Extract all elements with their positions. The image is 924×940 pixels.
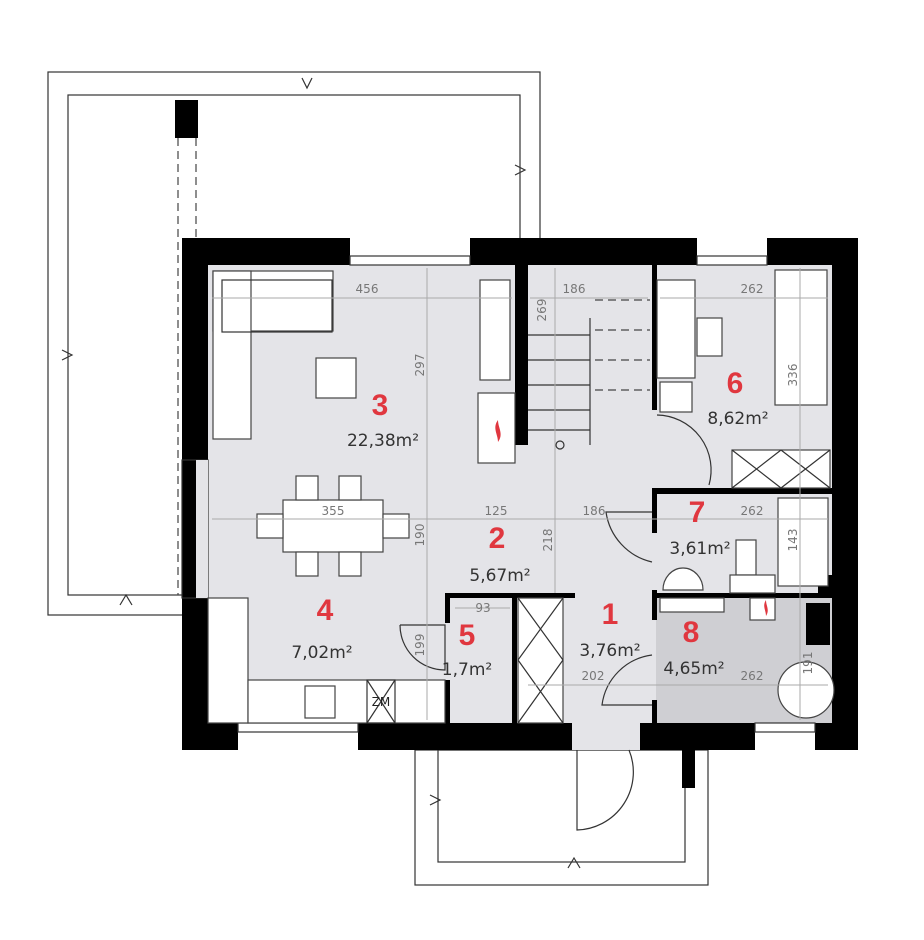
dimension-label: 336 bbox=[786, 364, 800, 387]
fireplace-flame-icon bbox=[495, 420, 501, 442]
dimension-label: 191 bbox=[801, 652, 815, 675]
windows bbox=[237, 238, 816, 750]
room-number-7: 7 bbox=[689, 496, 706, 529]
dimension-label: 190 bbox=[413, 524, 427, 547]
dimension-labels: 456 186 262 269 297 336 355 125 186 262 … bbox=[322, 282, 815, 709]
dimension-label: 202 bbox=[582, 669, 605, 683]
doors bbox=[399, 414, 712, 831]
dimension-label: 125 bbox=[485, 504, 508, 518]
room-area-6: 8,62m² bbox=[707, 409, 768, 429]
room-area-2: 5,67m² bbox=[469, 566, 530, 586]
dimension-lines bbox=[212, 268, 828, 720]
room-number-3: 3 bbox=[372, 389, 389, 422]
room-number-1: 1 bbox=[602, 598, 619, 631]
room-area-5: 1,7m² bbox=[442, 660, 492, 680]
dimension-label: 262 bbox=[741, 504, 764, 518]
room-area-1: 3,76m² bbox=[579, 641, 640, 661]
room-area-8: 4,65m² bbox=[663, 659, 724, 679]
dimension-label: 218 bbox=[541, 529, 555, 552]
room-area-3: 22,38m² bbox=[347, 431, 419, 451]
room-area-7: 3,61m² bbox=[669, 539, 730, 559]
dimension-label: 355 bbox=[322, 504, 345, 518]
dimension-label: 186 bbox=[563, 282, 586, 296]
room-number-4: 4 bbox=[317, 594, 334, 627]
dimension-label: 456 bbox=[356, 282, 379, 296]
front-porch bbox=[414, 749, 709, 886]
room-area-4: 7,02m² bbox=[291, 643, 352, 663]
appliance-label: ZM bbox=[372, 695, 391, 709]
dimension-label: 269 bbox=[535, 299, 549, 322]
dimension-label: 297 bbox=[413, 354, 427, 377]
room-number-8: 8 bbox=[683, 616, 700, 649]
room-labels: 1 3,76m² 2 5,67m² 3 22,38m² 4 7,02m² 5 1… bbox=[291, 367, 768, 680]
dimension-label: 262 bbox=[741, 669, 764, 683]
furniture bbox=[207, 269, 835, 724]
room-number-6: 6 bbox=[727, 367, 744, 400]
dimension-label: 143 bbox=[786, 529, 800, 552]
dimension-label: 186 bbox=[583, 504, 606, 518]
dimension-label: 199 bbox=[413, 634, 427, 657]
dimension-label: 93 bbox=[475, 601, 490, 615]
room-number-2: 2 bbox=[489, 522, 506, 555]
room-number-5: 5 bbox=[459, 619, 476, 652]
interior-walls bbox=[445, 265, 832, 723]
dimension-label: 262 bbox=[741, 282, 764, 296]
